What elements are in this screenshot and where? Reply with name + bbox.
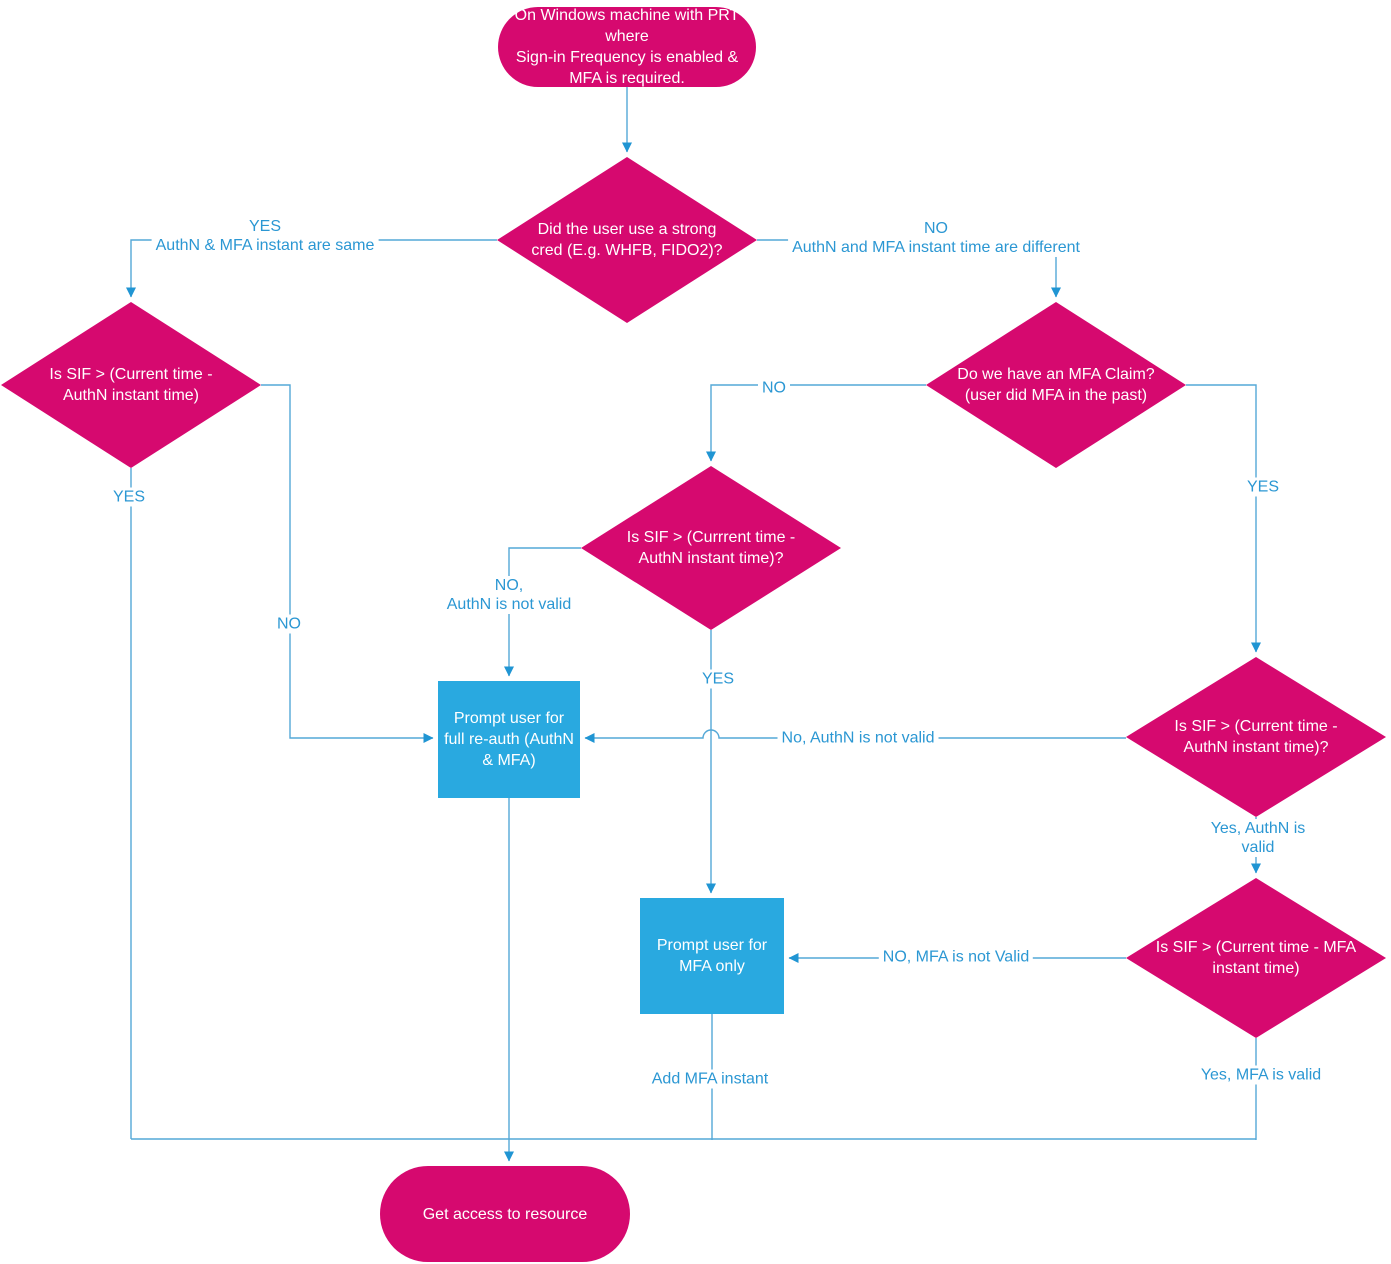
connector-sif-right-no bbox=[584, 729, 1126, 743]
connector-sif-left-no bbox=[261, 384, 434, 743]
process-full-reauth: Prompt user for full re-auth (AuthN & MF… bbox=[438, 681, 580, 798]
edge-label-add-mfa-instant: Add MFA instant bbox=[647, 1069, 773, 1089]
edge-label-strong-cred-yes: YES AuthN & MFA instant are same bbox=[151, 217, 379, 255]
edge-label-mfa-claim-yes: YES bbox=[1242, 477, 1284, 497]
edge-label-sif-right-no: No, AuthN is not valid bbox=[777, 728, 939, 748]
node-start: On Windows machine with PRT where Sign-i… bbox=[498, 7, 756, 87]
edge-label-strong-cred-no: NO AuthN and MFA instant time are differ… bbox=[788, 219, 1084, 257]
edge-label-sif-left-no: NO bbox=[273, 614, 305, 634]
edge-label-sif-left-yes: YES bbox=[108, 487, 150, 507]
node-end: Get access to resource bbox=[380, 1166, 630, 1262]
edge-label-sif-mfa-yes: Yes, MFA is valid bbox=[1196, 1065, 1326, 1085]
edge-label-sif-mid-no: NO, AuthN is not valid bbox=[442, 576, 576, 614]
edge-label-sif-mid-yes: YES bbox=[697, 669, 739, 689]
connector-mfa-claim-no bbox=[706, 384, 926, 462]
connector-sif-mid-no bbox=[504, 547, 581, 677]
edge-label-sif-right-yes: Yes, AuthN is valid bbox=[1191, 819, 1325, 857]
edge-label-sif-mfa-no: NO, MFA is not Valid bbox=[878, 947, 1034, 967]
edge-label-mfa-claim-no: NO bbox=[758, 378, 790, 398]
connector-mfa-claim-yes bbox=[1186, 384, 1261, 653]
process-mfa-only: Prompt user for MFA only bbox=[640, 898, 784, 1014]
